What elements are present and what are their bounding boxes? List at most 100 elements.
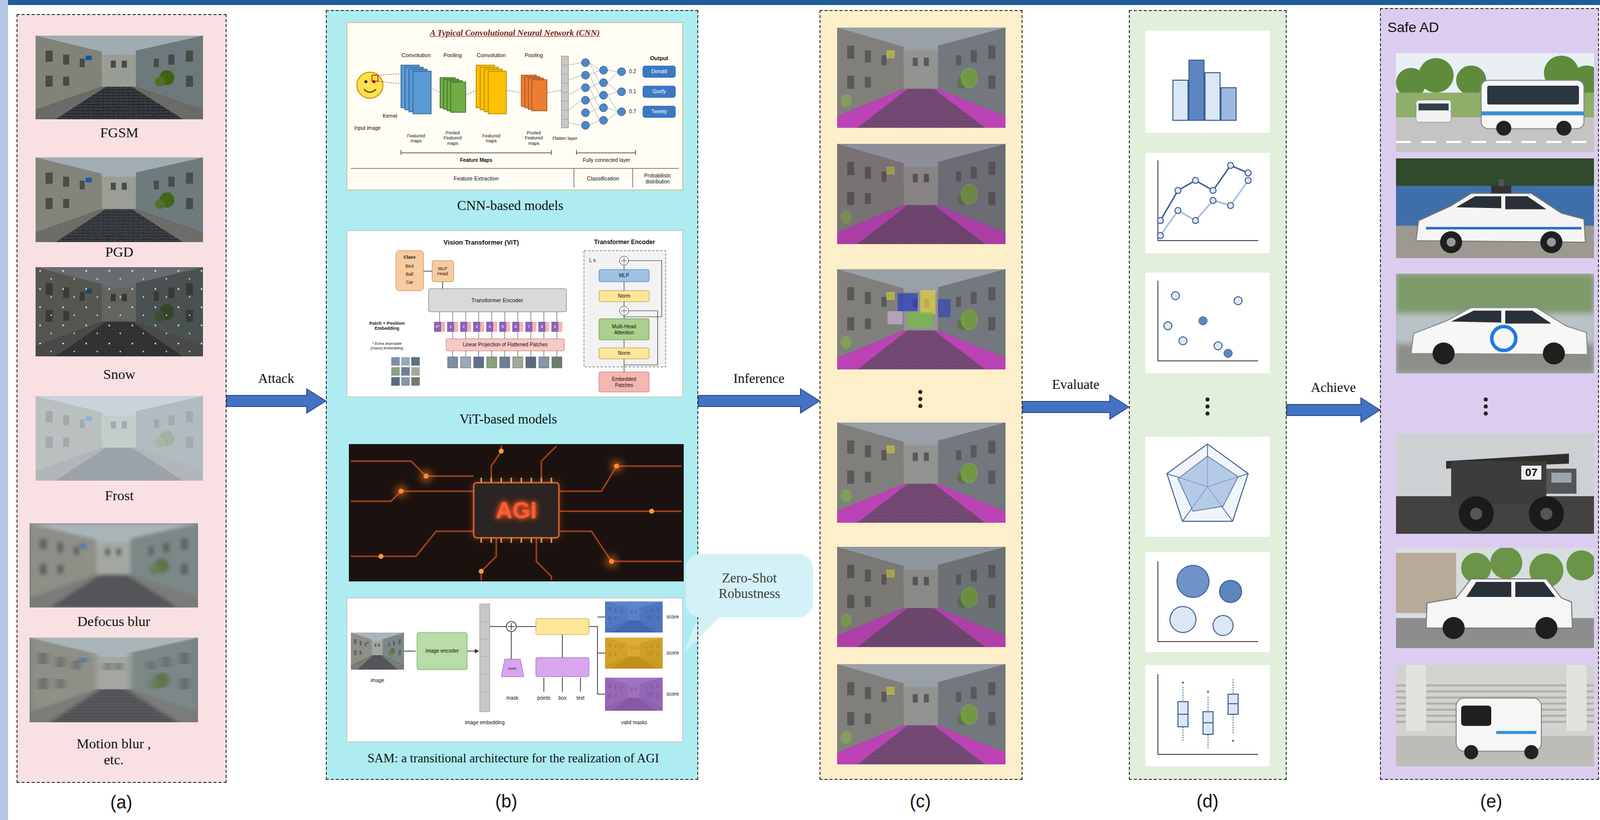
- figure-label: L x: [589, 257, 596, 264]
- agi-picture: [558, 510, 682, 513]
- caption-text: CNN-based models: [457, 197, 564, 214]
- vit-figure: [519, 321, 524, 332]
- figure-label: Linear Projection of Flattened Patches: [462, 341, 548, 348]
- metric-charts: [1210, 197, 1217, 204]
- label-anchor: Convolution: [476, 52, 506, 59]
- segmentation-results: [918, 396, 923, 402]
- figure-label: 8: [540, 324, 543, 329]
- vit-figure: [447, 321, 455, 332]
- figure-label: Class: [403, 254, 416, 260]
- segmentation-results: [837, 269, 1006, 370]
- agi-picture: [348, 444, 684, 582]
- vehicle-photos: [1395, 140, 1594, 143]
- sam-figure: [350, 632, 405, 670]
- vit-figure: [460, 356, 471, 368]
- metric-charts: [1177, 694, 1239, 735]
- vehicle-photos: [1395, 273, 1594, 374]
- vit-figure: [525, 356, 536, 368]
- label-anchor: Goofy: [652, 88, 667, 95]
- vehicle-photos: [1566, 665, 1587, 731]
- metric-charts: [1172, 80, 1188, 121]
- metric-charts: [1157, 162, 1252, 239]
- vit-figure: [428, 288, 567, 312]
- label-anchor: mask: [506, 695, 519, 702]
- vehicle-photos: [1395, 273, 1594, 374]
- vehicle-photos: [1416, 193, 1586, 243]
- metric-charts: [1174, 187, 1181, 194]
- cnn-figure: [642, 65, 676, 78]
- vit-figure: [598, 371, 650, 392]
- figure-label: 9: [553, 324, 556, 329]
- label-anchor: Output: [650, 55, 669, 62]
- cnn-figure: [364, 80, 368, 84]
- caption-text: Zero-Shot Robustness: [699, 569, 800, 602]
- text-anchor: Frost: [104, 487, 134, 504]
- attack-thumbnails: [35, 157, 204, 243]
- label-anchor: Pooled Featured maps: [520, 130, 547, 146]
- vit-figure: [346, 230, 683, 397]
- vehicle-photos: [1481, 80, 1584, 129]
- metric-charts: [1177, 456, 1239, 512]
- metric-charts: [1224, 349, 1233, 358]
- caption-text: (a): [110, 791, 133, 813]
- sam-figure: [535, 618, 589, 635]
- attack-thumbnails: [35, 267, 204, 357]
- application-panel: Safe AD(e): [1379, 8, 1599, 780]
- attack-thumbnails: [35, 395, 204, 481]
- segmentation-results: [837, 546, 1006, 648]
- attack-thumbnails: [35, 267, 204, 357]
- label-anchor: Classification: [586, 175, 620, 182]
- figure-label: 0.7: [629, 108, 637, 115]
- text-anchor: Safe AD: [1387, 19, 1440, 36]
- metric-charts: [1145, 30, 1270, 767]
- label-anchor: Norm: [618, 350, 631, 357]
- agi-picture: [649, 508, 655, 514]
- cnn-figure: [581, 121, 590, 130]
- figure-label: Bird: [405, 263, 414, 269]
- vehicle-photos: [1446, 237, 1456, 247]
- vit-figure: [551, 321, 559, 332]
- figure-label: Embedded Patches: [603, 376, 646, 388]
- vit-figure: [499, 356, 510, 368]
- segmentation-results: [918, 389, 923, 409]
- vit-figure: [551, 356, 562, 368]
- caption-text: Defocus blur: [77, 613, 150, 630]
- metric-charts: [1207, 690, 1210, 693]
- vit-figure: [538, 356, 549, 368]
- label-anchor: Input image: [354, 125, 381, 132]
- vehicle-photos: [1395, 53, 1594, 152]
- label-anchor: 07: [1525, 466, 1538, 479]
- figure-label: MLP Head: [433, 266, 453, 277]
- figure-label: 07: [1525, 466, 1538, 479]
- figure-label: points: [537, 695, 551, 702]
- vehicle-photos: [1483, 397, 1488, 402]
- agi-picture: [350, 531, 474, 557]
- label-anchor: 6: [514, 324, 517, 329]
- metric-charts: [1145, 30, 1270, 133]
- agi-picture: [421, 471, 432, 482]
- metric-charts: [1205, 404, 1210, 409]
- vehicle-photos: [1483, 397, 1488, 416]
- label-anchor: Feature Maps: [460, 157, 493, 164]
- cnn-figure: [531, 79, 547, 111]
- metric-charts: [1188, 60, 1205, 121]
- vit-figure: [441, 321, 563, 332]
- figure-label: Transformer Encoder: [593, 239, 655, 247]
- vit-figure: [493, 321, 498, 332]
- vehicle-photos: [1464, 745, 1479, 760]
- label-anchor: 7: [527, 324, 530, 329]
- vehicle-photos: [1542, 342, 1565, 365]
- vehicle-photos: [1418, 103, 1449, 111]
- label-anchor: image: [370, 677, 384, 684]
- agi-picture: [473, 482, 559, 538]
- segmentation-results: [837, 546, 1006, 648]
- vehicle-photos: [1395, 158, 1594, 259]
- vit-figure: [447, 356, 458, 368]
- sam-figure: [479, 604, 490, 712]
- sam-figure: [605, 677, 663, 711]
- block-arrow: [1286, 397, 1380, 423]
- cnn-figure: [363, 89, 376, 93]
- figure-label: Norm: [618, 350, 631, 357]
- figure-label: Pooled Featured maps: [439, 130, 466, 146]
